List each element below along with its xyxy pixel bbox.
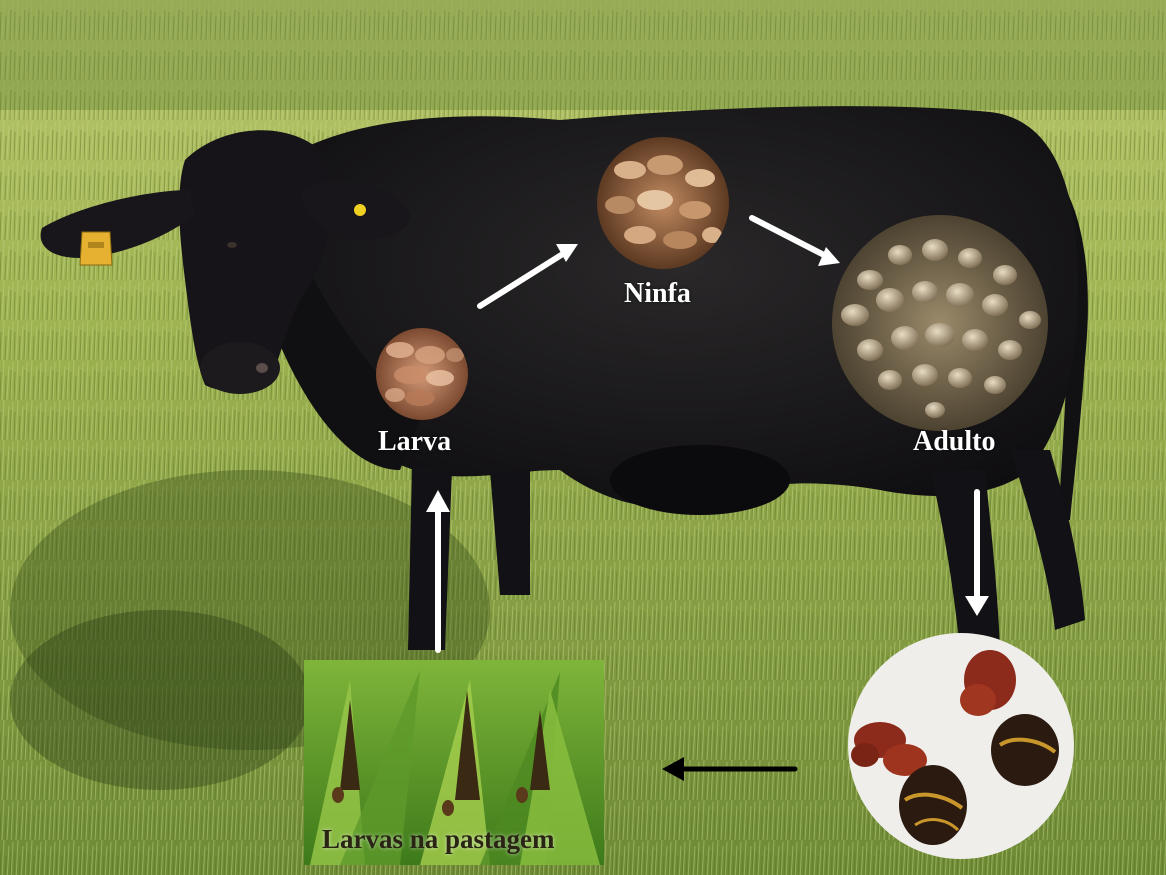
label-larva: Larva — [378, 426, 451, 458]
engorged-females-eggs-photo — [848, 633, 1074, 859]
adult-tick-photo — [832, 215, 1048, 431]
label-adulto: Adulto — [913, 426, 995, 458]
ear-tag-icon — [80, 232, 112, 265]
nymph-tick-photo — [597, 137, 729, 269]
label-ninfa: Ninfa — [624, 278, 691, 310]
larva-tick-photo — [376, 328, 468, 420]
label-larvas-pastagem: Larvas na pastagem — [322, 824, 555, 855]
ear-tag-dot-icon — [354, 204, 366, 216]
